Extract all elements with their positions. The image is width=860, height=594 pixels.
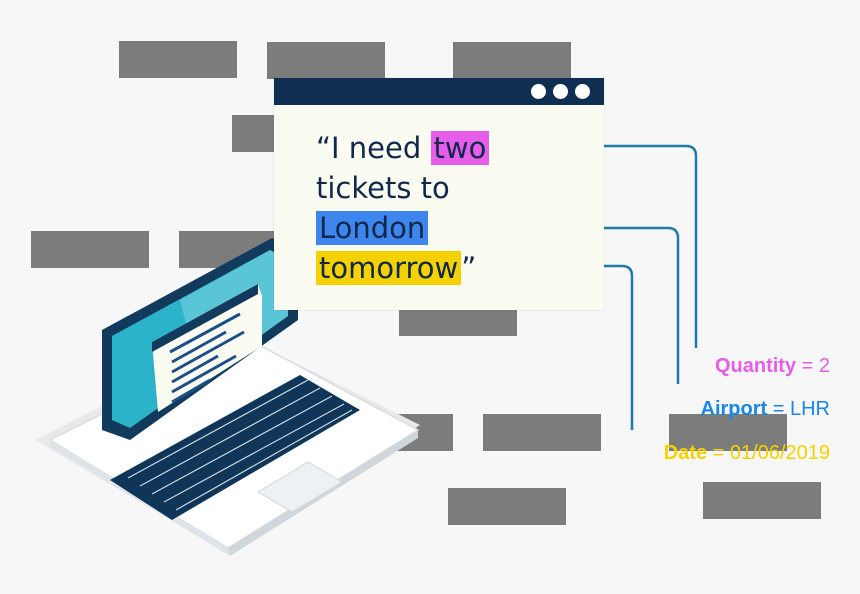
placeholder-block [703, 482, 821, 519]
placeholder-block [232, 115, 282, 152]
placeholder-block [669, 414, 787, 451]
code-lines-icon [169, 312, 245, 404]
airport-word: London [316, 211, 429, 245]
quote-window: “I need two tickets to London tomorrow” [274, 78, 604, 310]
connector-airport [440, 226, 680, 384]
placeholder-block [448, 488, 566, 525]
entity-equals: = [796, 355, 819, 377]
placeholder-block [119, 41, 237, 78]
placeholder-block [453, 42, 571, 79]
placeholder-block [267, 42, 385, 79]
window-dot-icon [553, 84, 568, 99]
entity-key: Date [663, 442, 708, 464]
entity-airport: Airport = LHR [701, 398, 830, 421]
window-dot-icon [531, 84, 546, 99]
entity-key: Quantity [714, 355, 797, 377]
placeholder-block [483, 414, 601, 451]
entity-value: LHR [789, 398, 830, 420]
entity-value: 2 [818, 355, 830, 377]
entity-equals: = [767, 398, 790, 420]
connector-quantity [512, 144, 698, 348]
connector-date [490, 264, 634, 430]
user-utterance: “I need two tickets to London tomorrow” [316, 128, 596, 288]
date-word: tomorrow [316, 251, 462, 285]
entity-quantity: Quantity = 2 [715, 355, 830, 378]
quote-line-2: tickets to [316, 171, 450, 205]
window-dot-icon [575, 84, 590, 99]
window-title-bar [274, 78, 604, 105]
entity-equals: = [707, 442, 730, 464]
placeholder-block [31, 231, 149, 268]
entity-date: Date = 01/06/2019 [664, 442, 830, 465]
quote-close-text: ” [461, 251, 477, 285]
laptop-icon [35, 238, 420, 556]
entity-value: 01/06/2019 [729, 442, 830, 464]
quote-open-text: “I need [316, 131, 431, 165]
quantity-word: two [430, 131, 490, 165]
entity-key: Airport [700, 398, 768, 420]
